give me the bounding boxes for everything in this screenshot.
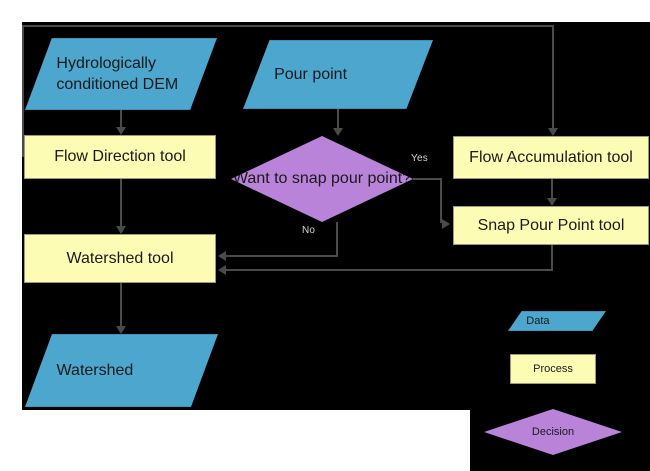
arrowhead-into-flow-accumulation bbox=[548, 128, 558, 136]
node-pour-point[interactable]: Pour point bbox=[243, 40, 433, 109]
connector-decision-yes-horizontal bbox=[413, 178, 442, 180]
connector-decision-no-horizontal bbox=[226, 255, 338, 257]
node-flow-direction-tool[interactable]: Flow Direction tool bbox=[24, 135, 216, 179]
legend-item-process: Process bbox=[510, 354, 596, 384]
node-label: Pour point bbox=[274, 65, 348, 83]
node-label: Flow Direction tool bbox=[54, 148, 186, 166]
connector-flow-direction-to-watershed-tool bbox=[120, 179, 122, 226]
connector-decision-no-vertical bbox=[336, 222, 338, 256]
node-watershed-output[interactable]: Watershed bbox=[25, 334, 218, 407]
node-flow-accumulation-tool[interactable]: Flow Accumulation tool bbox=[453, 136, 649, 179]
node-label: Watershed bbox=[56, 361, 134, 379]
arrowhead-into-watershed-output bbox=[116, 326, 126, 334]
node-snap-pour-point-tool[interactable]: Snap Pour Point tool bbox=[453, 206, 649, 245]
edge-label-yes: Yes bbox=[411, 153, 428, 164]
legend-label-process: Process bbox=[533, 362, 573, 375]
connector-dem-to-flow-accumulation bbox=[552, 25, 554, 128]
connector-snap-to-watershed-tool-vertical bbox=[551, 245, 553, 270]
arrowhead-into-watershed-tool-top bbox=[116, 226, 126, 234]
connector-snap-to-watershed-tool-horizontal bbox=[226, 269, 553, 271]
arrowhead-into-snap-pour-point-top bbox=[547, 198, 557, 206]
legend-item-data: Data bbox=[508, 311, 606, 331]
legend-label-decision: Decision bbox=[531, 425, 575, 438]
node-watershed-tool[interactable]: Watershed tool bbox=[24, 234, 216, 283]
connector-flow-accumulation-to-snap bbox=[551, 179, 553, 198]
connector-dem-to-flow-direction bbox=[120, 110, 122, 127]
arrowhead-into-flow-direction bbox=[116, 127, 126, 135]
node-label: Watershed tool bbox=[66, 249, 174, 267]
arrowhead-into-watershed-tool-no bbox=[218, 251, 226, 261]
legend-label-data: Data bbox=[526, 314, 550, 327]
node-label: Hydrologically conditioned DEM bbox=[56, 54, 179, 93]
connector-dem-top-rail bbox=[22, 25, 554, 27]
node-label: Flow Accumulation tool bbox=[469, 148, 633, 166]
edge-label-no: No bbox=[302, 225, 316, 236]
node-label: Want to snap pour point? bbox=[232, 170, 412, 188]
connector-dem-to-flow-direction-left bbox=[22, 25, 24, 157]
connector-watershed-tool-to-output bbox=[120, 283, 122, 326]
node-hydrologically-conditioned-dem[interactable]: Hydrologically conditioned DEM bbox=[25, 38, 217, 110]
arrowhead-into-snap-pour-point bbox=[442, 219, 450, 229]
arrowhead-into-watershed-tool-snap bbox=[218, 265, 226, 275]
connector-pour-point-to-decision bbox=[337, 109, 339, 128]
connector-decision-yes-vertical bbox=[440, 178, 442, 223]
arrowhead-into-decision bbox=[333, 128, 343, 136]
node-label: Snap Pour Point tool bbox=[477, 216, 625, 234]
